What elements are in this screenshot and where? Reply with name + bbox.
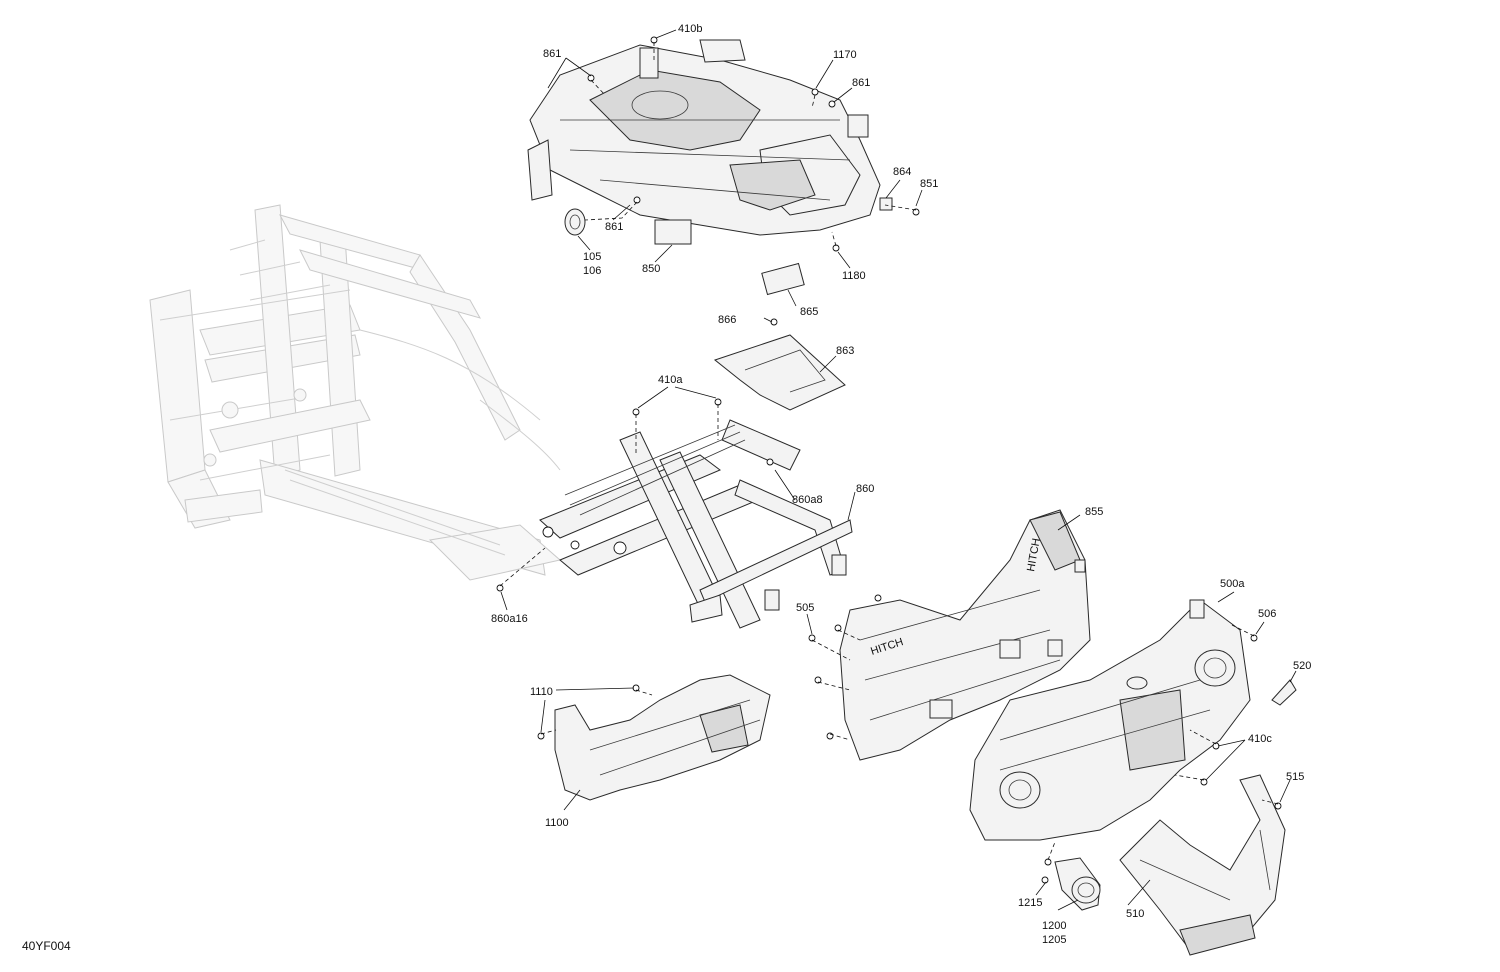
callout-860: 860 (856, 483, 874, 495)
embossed-hitch-text: HITCH (1025, 537, 1043, 572)
callout-105: 105 (583, 251, 601, 263)
callout-410a: 410a (658, 374, 683, 386)
small-bracket (1271, 679, 1297, 706)
callout-500a: 500a (1220, 578, 1245, 590)
callout-506: 506 (1258, 608, 1276, 620)
callout-1100: 1100 (545, 817, 569, 829)
callout-850: 850 (642, 263, 660, 275)
callout-505: 505 (796, 602, 814, 614)
callout-1170: 1170 (833, 49, 857, 61)
leader-lines (500, 29, 1297, 911)
lower-cover (1119, 774, 1286, 956)
callout-860a16: 860a16 (491, 613, 528, 625)
fog-light (1054, 857, 1101, 911)
assembly-lines (499, 42, 1279, 861)
callout-labels: 410b 861 1170 861 864 851 861 105 106 85… (491, 23, 1311, 946)
vehicle-frame-ghost (149, 204, 562, 581)
callout-864: 864 (893, 166, 911, 178)
mounting-bracket: HITCH HITCH (839, 509, 1091, 761)
callout-860a8: 860a8 (792, 494, 823, 506)
callout-855: 855 (1085, 506, 1103, 518)
callout-1200: 1200 (1042, 920, 1066, 932)
callout-861: 861 (605, 221, 623, 233)
callout-520: 520 (1293, 660, 1311, 672)
callout-515: 515 (1286, 771, 1304, 783)
callout-866: 866 (718, 314, 736, 326)
callout-1180: 1180 (842, 270, 866, 282)
skid-plate (713, 334, 846, 411)
hitch-frame (539, 419, 853, 629)
callout-863: 863 (836, 345, 854, 357)
callout-865: 865 (800, 306, 818, 318)
callout-410b: 410b (678, 23, 702, 35)
callout-1215: 1215 (1018, 897, 1042, 909)
fasteners (496, 36, 1282, 884)
callout-410c: 410c (1248, 733, 1272, 745)
figure-code: 40YF004 (22, 939, 71, 953)
callout-1205: 1205 (1042, 934, 1066, 946)
callout-861: 861 (543, 48, 561, 60)
callout-1110: 1110 (530, 686, 553, 698)
callout-851: 851 (920, 178, 938, 190)
callout-861: 861 (852, 77, 870, 89)
callout-510: 510 (1126, 908, 1144, 920)
front-body-module (527, 39, 893, 296)
callout-106: 106 (583, 265, 601, 277)
mud-guard (554, 674, 771, 801)
front-fascia (969, 599, 1251, 841)
